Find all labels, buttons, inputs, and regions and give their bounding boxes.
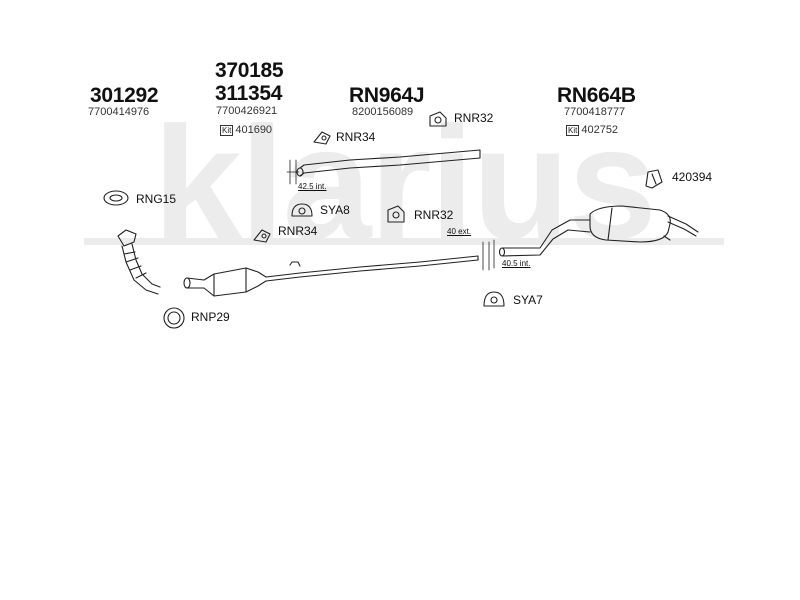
kit-number: 401690 [235, 124, 273, 136]
kit-401690: Kit 401690 [220, 125, 272, 136]
measure-42-5-int: 42.5 int. [298, 182, 327, 191]
dim-42-5 [286, 159, 300, 185]
code-370185: 370185 [215, 59, 284, 82]
rnr32-mid-icon [387, 205, 405, 223]
rnp29-icon [163, 307, 185, 329]
oem-8200156089: 8200156089 [352, 106, 414, 118]
p420394-icon [645, 169, 663, 189]
label-rnr34-top: RNR34 [336, 130, 376, 144]
label-sya7: SYA7 [513, 293, 543, 307]
oem-7700414976: 7700414976 [88, 106, 150, 118]
oem-7700426921: 7700426921 [216, 105, 278, 117]
catalyst-pipe [183, 255, 479, 297]
sya8-icon [291, 203, 313, 217]
label-sya8: SYA8 [320, 203, 350, 217]
rng15-icon [103, 190, 129, 206]
code-rn964j: RN964J [349, 84, 425, 107]
code-311354: 311354 [215, 82, 283, 105]
middle-pipe [296, 149, 481, 177]
label-rnp29: RNP29 [191, 310, 230, 324]
rnr34-top-icon [313, 131, 331, 145]
kit-marker: Kit [566, 125, 580, 136]
sya7-icon [483, 291, 505, 307]
rear-silencer [498, 205, 699, 257]
dim-40-ext [482, 241, 490, 271]
rnr32-top-icon [429, 111, 447, 127]
front-downpipe [117, 229, 161, 295]
label-rnr32-top: RNR32 [454, 111, 494, 125]
label-420394: 420394 [672, 170, 713, 184]
kit-402752: Kit 402752 [566, 125, 618, 136]
rnr34-mid-icon [253, 229, 271, 243]
label-rng15: RNG15 [136, 192, 177, 206]
label-rnr34-mid: RNR34 [278, 224, 318, 238]
code-rn664b: RN664B [557, 84, 636, 107]
oem-7700418777: 7700418777 [564, 106, 626, 118]
measure-40-5-int: 40.5 int. [502, 259, 531, 268]
kit-marker: Kit [220, 125, 234, 136]
measure-40-ext: 40 ext. [447, 227, 472, 236]
kit-number: 402752 [581, 124, 619, 136]
watermark-underline [84, 238, 724, 245]
label-rnr32-mid: RNR32 [414, 208, 454, 222]
code-301292: 301292 [90, 84, 159, 107]
